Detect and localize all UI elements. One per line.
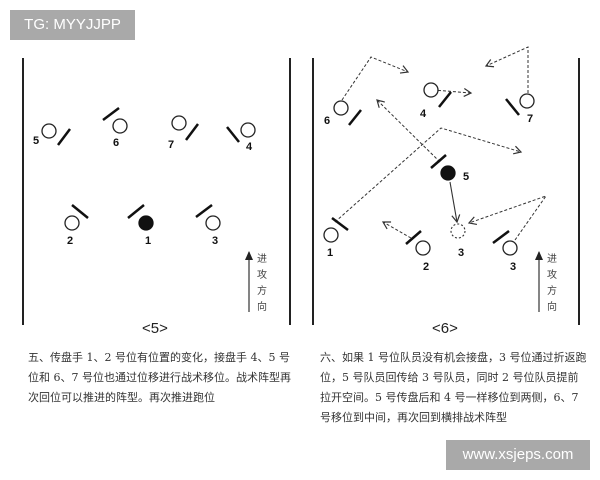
svg-text:1: 1 xyxy=(327,247,333,259)
player-5-disc: 5 xyxy=(430,154,469,183)
svg-text:3: 3 xyxy=(510,261,516,273)
player-7: 7 xyxy=(505,93,535,125)
player-6: 6 xyxy=(102,107,128,149)
watermark-bottom-right: www.xsjeps.com xyxy=(446,440,590,470)
svg-text:6: 6 xyxy=(324,115,330,127)
svg-text:3: 3 xyxy=(212,235,218,247)
svg-text:4: 4 xyxy=(420,108,427,120)
player-3-target: 3 xyxy=(450,223,466,259)
caption-figure-5: 五、传盘手 1、2 号位有位置的变化，接盘手 4、5 号位和 6、7 号位也通过… xyxy=(28,351,291,404)
player-2: 2 xyxy=(64,204,89,247)
attack-direction-label-6: 进 攻 方 向 xyxy=(547,254,557,313)
figure-label-5: <5> xyxy=(142,320,168,337)
caption-figure-6: 六、如果 1 号位队员没有机会接盘，3 号位通过折返跑位，5 号队员回传给 3 … xyxy=(320,351,587,424)
svg-text:2: 2 xyxy=(67,235,73,247)
player-4: 4 xyxy=(420,82,452,120)
svg-text:7: 7 xyxy=(168,139,174,151)
figure-label-6: <6> xyxy=(432,320,458,337)
svg-text:1: 1 xyxy=(145,235,151,247)
player-3: 3 xyxy=(195,204,221,247)
svg-text:7: 7 xyxy=(527,113,533,125)
player-7: 7 xyxy=(168,115,199,151)
player-2: 2 xyxy=(405,230,431,273)
figure-5: 5 6 7 4 2 1 3 xyxy=(22,58,291,325)
svg-text:5: 5 xyxy=(463,171,469,183)
player-3: 3 xyxy=(492,230,518,273)
svg-text:2: 2 xyxy=(423,261,429,273)
svg-text:5: 5 xyxy=(33,135,39,147)
route-lines xyxy=(334,46,548,241)
player-4: 4 xyxy=(226,122,256,153)
player-6: 6 xyxy=(324,100,362,127)
figure-6: 6 4 7 5 1 2 3 xyxy=(312,46,580,325)
svg-text:3: 3 xyxy=(458,247,464,259)
attack-direction-label-5: 进 攻 方 向 xyxy=(257,254,267,313)
player-5: 5 xyxy=(33,123,71,147)
player-1: 1 xyxy=(323,217,349,259)
svg-text:4: 4 xyxy=(246,141,253,153)
watermark-top-left: TG: MYYJJPP xyxy=(10,10,135,40)
player-1-disc: 1 xyxy=(127,204,154,247)
pass-arrow xyxy=(449,181,461,224)
svg-text:6: 6 xyxy=(113,137,119,149)
